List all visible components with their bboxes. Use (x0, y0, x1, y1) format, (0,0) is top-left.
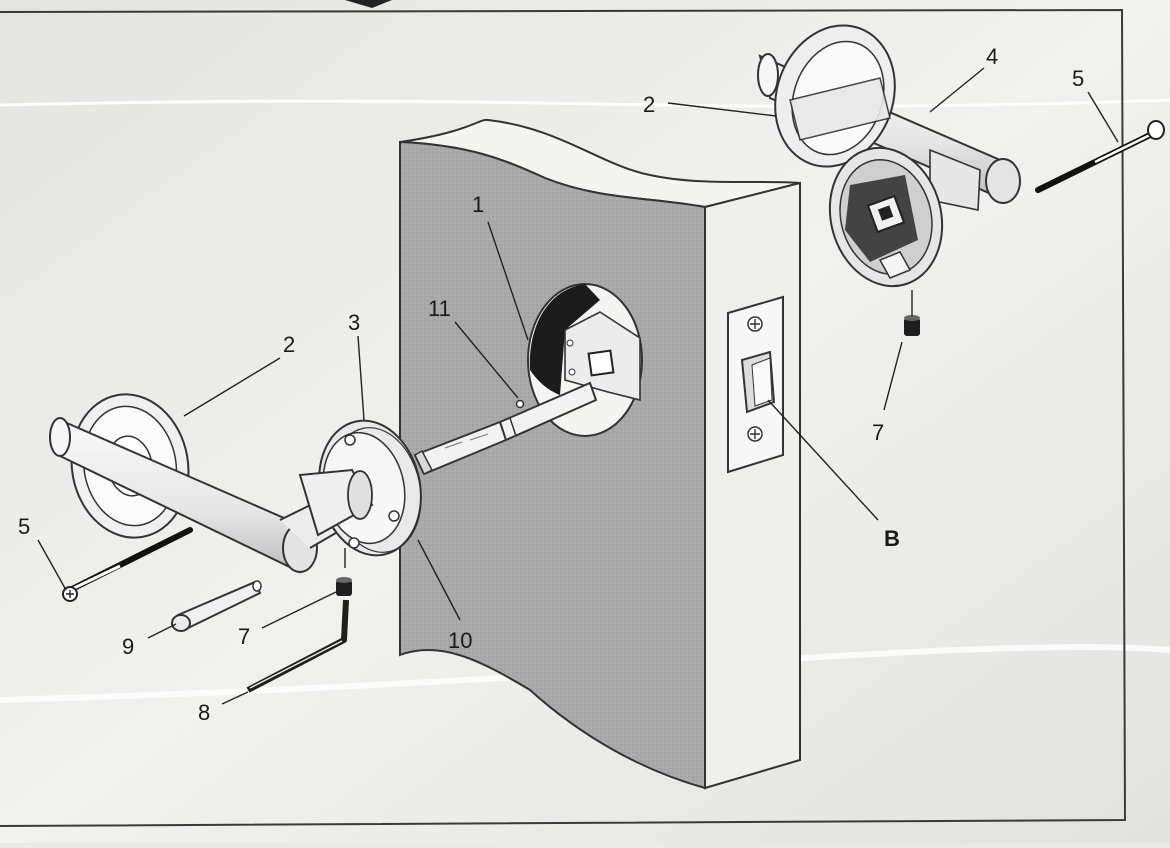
left-set-screw (336, 577, 352, 596)
left-through-bolt (62, 527, 193, 602)
callout-11: 11 (428, 296, 451, 321)
callout-2-left: 2 (283, 332, 295, 357)
rose-screw-hole-1 (344, 434, 356, 446)
right-through-bolt (1035, 120, 1165, 193)
callout-7-left: 7 (238, 624, 250, 649)
paper-fold-line (0, 98, 1170, 108)
callout-2-right: 2 (643, 92, 655, 117)
frame-border (0, 8, 1127, 827)
leader-lines (37, 67, 1119, 705)
callout-7-right: 7 (872, 420, 884, 445)
door-edge-face (704, 181, 801, 790)
rose-screw-hole-2 (388, 510, 400, 522)
right-set-screw (904, 315, 920, 336)
bore-hole-shadow (529, 284, 600, 395)
spindle-pin (171, 580, 262, 632)
left-rose-backplate (298, 419, 422, 557)
callout-1: 1 (472, 192, 484, 217)
spindle (413, 381, 598, 476)
right-rose-backplate (828, 146, 944, 288)
callout-b: B (884, 526, 900, 551)
callout-9: 9 (122, 634, 134, 659)
callout-4: 4 (986, 44, 998, 69)
callout-3: 3 (348, 310, 360, 335)
hex-key (246, 599, 349, 693)
callout-labels: 1 11 2 3 5 9 7 8 10 2 4 5 7 B (18, 44, 1084, 725)
rose-screw-hole-3 (348, 537, 360, 549)
door (399, 118, 801, 790)
callout-5-right: 5 (1072, 66, 1084, 91)
callout-5-left: 5 (18, 514, 30, 539)
top-cut-mark (345, 0, 392, 8)
callout-10: 10 (448, 628, 472, 653)
latch-square-socket (587, 349, 615, 377)
right-rosette-cover (774, 24, 896, 168)
callout-8: 8 (198, 700, 210, 725)
